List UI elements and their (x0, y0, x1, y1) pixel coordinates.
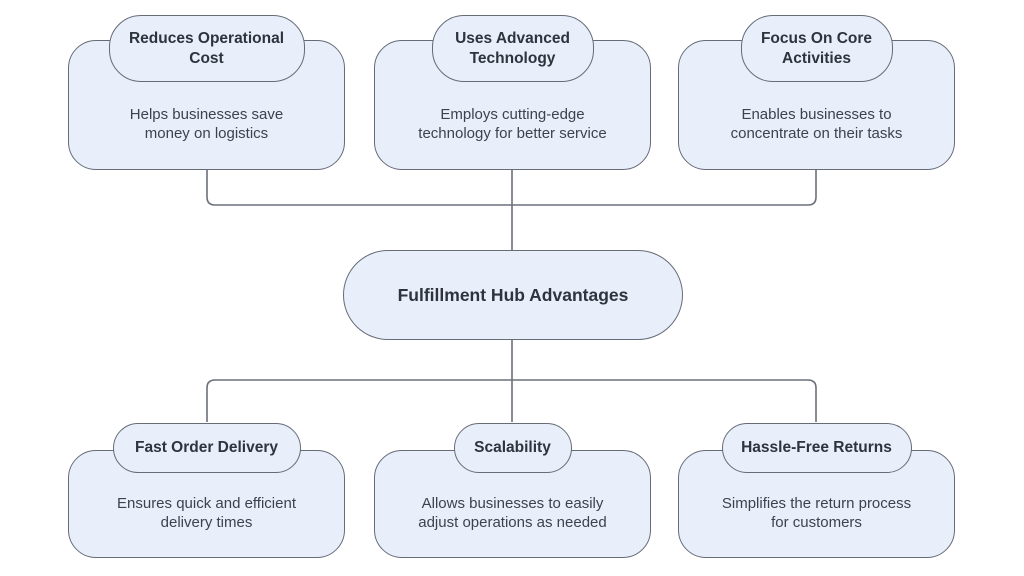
node-scalability: Allows businesses to easily adjust opera… (374, 423, 651, 558)
node-description: Simplifies the return process for custom… (721, 494, 912, 532)
node-description: Ensures quick and efficient delivery tim… (117, 494, 296, 532)
node-description: Allows businesses to easily adjust opera… (418, 494, 607, 532)
node-reduces-operational-cost: Helps businesses save money on logistics… (68, 15, 345, 170)
node-title-pill: Uses Advanced Technology (431, 15, 594, 82)
node-title-pill: Focus On Core Activities (740, 15, 893, 82)
node-title-pill: Reduces Operational Cost (108, 15, 305, 82)
node-description: Enables businesses to concentrate on the… (730, 105, 903, 143)
node-fast-order-delivery: Ensures quick and efficient delivery tim… (68, 423, 345, 558)
node-description: Helps businesses save money on logistics (129, 105, 284, 143)
node-title-pill: Fast Order Delivery (112, 423, 301, 473)
node-title-pill: Hassle-Free Returns (721, 423, 912, 473)
node-focus-on-core-activities: Enables businesses to concentrate on the… (678, 15, 955, 170)
node-description: Employs cutting-edge technology for bett… (418, 105, 607, 143)
connector-bottom-branch (206, 379, 817, 422)
node-uses-advanced-technology: Employs cutting-edge technology for bett… (374, 15, 651, 170)
hub-node: Fulfillment Hub Advantages (343, 250, 683, 340)
node-title-pill: Scalability (453, 423, 572, 473)
node-hassle-free-returns: Simplifies the return process for custom… (678, 423, 955, 558)
